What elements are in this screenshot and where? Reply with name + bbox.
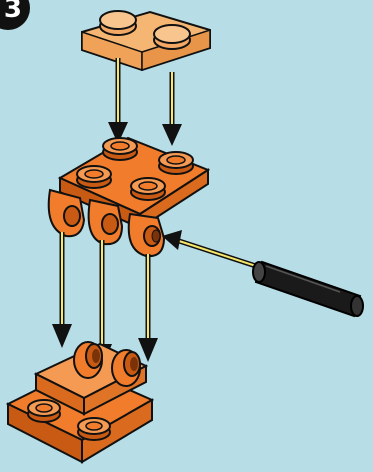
clip-2: [89, 200, 122, 244]
holder-plate: [8, 342, 152, 462]
clip-plate-stud-1: [103, 138, 137, 160]
transparent-plate: [82, 11, 210, 70]
holder-plate-stud-2: [78, 418, 110, 440]
arrow-head-5: [138, 338, 158, 362]
bar-holder-2: [112, 350, 140, 386]
clip-plate: [49, 138, 208, 256]
clip-1: [49, 190, 84, 236]
clip-plate-stud-3: [77, 166, 111, 188]
transparent-stud-2: [154, 25, 190, 49]
transparent-stud-1: [100, 11, 136, 35]
arrows-top: [108, 58, 182, 146]
arrow-head-2: [162, 124, 182, 146]
holder-plate-stud-1: [28, 400, 60, 422]
arrow-head-pin: [162, 230, 182, 250]
arrow-pin: [162, 230, 262, 268]
bar-holder-1: [74, 342, 102, 378]
clip-plate-stud-2: [159, 152, 193, 174]
clip-plate-stud-4: [131, 178, 165, 200]
bar-pin: [253, 262, 363, 316]
arrow-head-3: [52, 324, 72, 348]
clip-3: [129, 214, 164, 256]
